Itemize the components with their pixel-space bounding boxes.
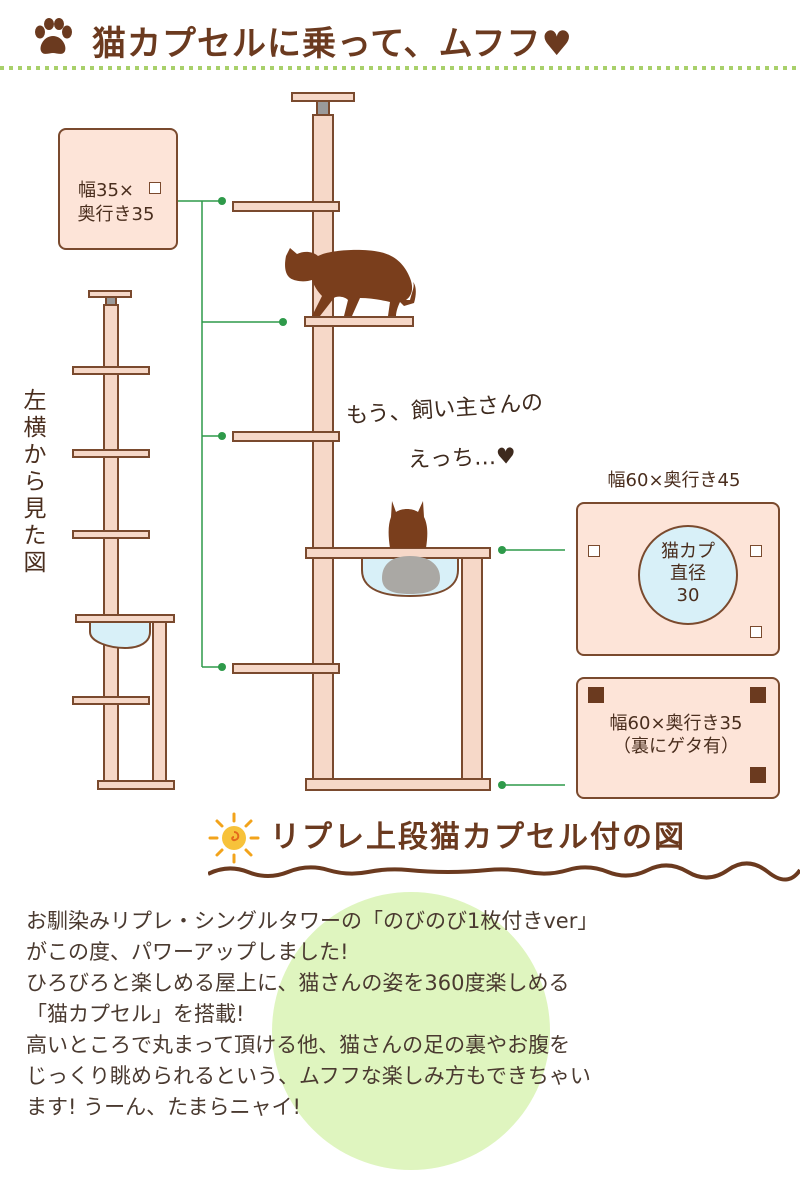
sitting-cat-silhouette — [388, 501, 428, 548]
cat-tower-diagram — [72, 92, 565, 791]
connector-dots — [218, 197, 506, 789]
description-line: 高いところで丸まって頂ける他、猫さんの足の裏やお腹を — [26, 1033, 571, 1057]
capsule-shelf-size-text: 幅60×奥行き45 — [607, 470, 741, 491]
capsule-diameter-value: 30 — [676, 585, 700, 606]
base-br-square-icon — [750, 767, 766, 783]
cat-in-capsule-body — [382, 556, 440, 594]
description-line: じっくり眺められるという、ムフフな楽しみ方もできちゃい — [26, 1064, 591, 1088]
capsule-name-text: 猫カプ — [661, 541, 715, 562]
description-line: お馴染みリプレ・シングルタワーの「のびのび1枚付きver」 — [26, 909, 599, 933]
top-shelf-depth-text: 奥行き35 — [77, 204, 155, 225]
base-note-text: （裏にゲタ有） — [613, 736, 739, 757]
base-tl-square-icon — [588, 687, 604, 703]
capsule-circle — [638, 525, 738, 625]
description-text: お馴染みリプレ・シングルタワーの「のびのび1枚付きver」 がこの度、パワーアッ… — [26, 906, 786, 1123]
base-size-text: 幅60×奥行き35 — [609, 713, 743, 734]
capsule-shelf-left-square-icon — [588, 545, 600, 557]
base-label-box — [576, 677, 780, 799]
walking-cat-silhouette — [285, 248, 416, 316]
description-line: 「猫カプセル」を搭載! — [26, 1002, 245, 1026]
description-line: がこの度、パワーアップしました! — [26, 940, 349, 964]
side-view-label: 左横から見た図 — [23, 388, 47, 576]
paw-icon — [35, 18, 72, 54]
sun-icon — [208, 812, 260, 864]
description-line: ひろびろと楽しめる屋上に、猫さんの姿を360度楽しめる — [26, 971, 570, 995]
speech-line-2: えっち…♥ — [407, 444, 517, 473]
capsule-shelf-right-square-icon — [750, 545, 762, 557]
top-shelf-width-text: 幅35× — [78, 180, 134, 201]
wavy-underline — [208, 861, 800, 882]
connector-lines — [178, 200, 565, 786]
side-view-tower — [72, 290, 175, 790]
decorative-green-circle — [272, 892, 550, 1170]
top-shelf-square-icon — [149, 182, 161, 194]
capsule-shelf-bottom-square-icon — [750, 626, 762, 638]
header-divider — [0, 66, 800, 70]
capsule-diameter-label: 直径 — [670, 563, 706, 584]
description-line: ます! うーん、たまらニャイ! — [26, 1095, 301, 1119]
figure-title: リプレ上段猫カプセル付の図 — [270, 820, 686, 855]
page-title: 猫カプセルに乗って、ムフフ♥ — [92, 24, 574, 64]
base-tr-square-icon — [750, 687, 766, 703]
